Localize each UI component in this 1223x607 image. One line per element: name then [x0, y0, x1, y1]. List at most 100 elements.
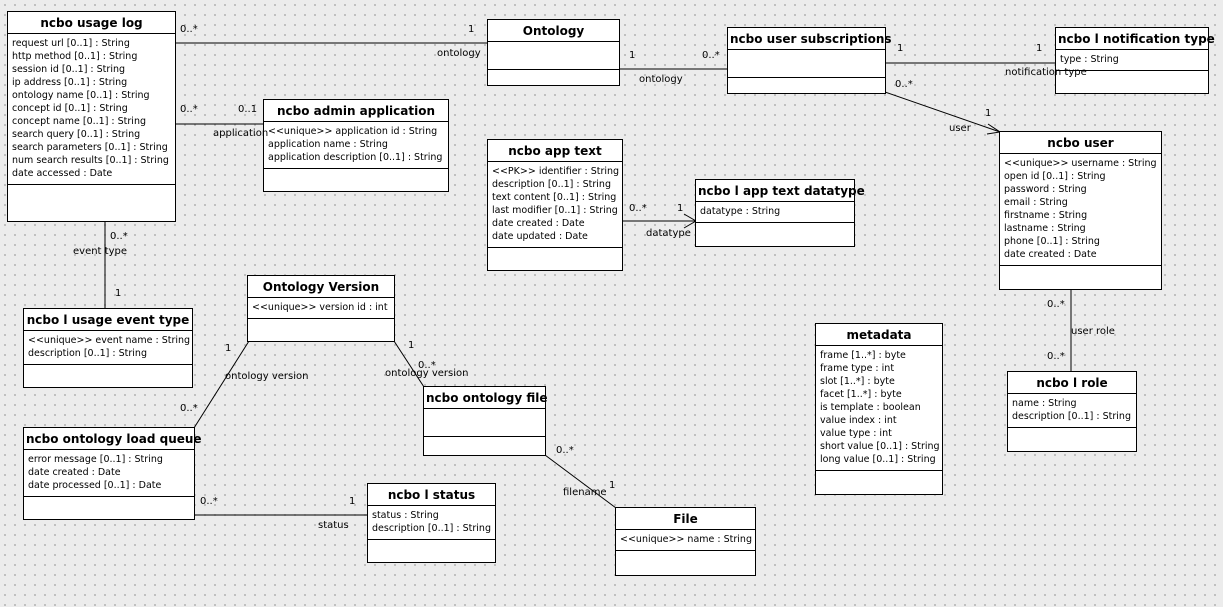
multiplicity-label: 0..* — [1047, 299, 1065, 310]
multiplicity-label: 1 — [677, 203, 684, 214]
role-label: ontology — [437, 48, 481, 59]
assoc-version-ontology-file — [393, 340, 425, 388]
attributes: name : String description [0..1] : Strin… — [1008, 394, 1136, 428]
attribute: date updated : Date — [492, 231, 588, 242]
attributes: <<PK>> identifier : String description [… — [488, 162, 622, 248]
attribute: value type : int — [820, 428, 892, 439]
operations — [424, 437, 545, 455]
class-name: ncbo l status — [368, 484, 495, 506]
operations — [1000, 266, 1161, 289]
attribute: date created : Date — [28, 467, 121, 478]
class-name: ncbo l role — [1008, 372, 1136, 394]
class-ontology[interactable]: Ontology — [487, 19, 620, 86]
attribute: description [0..1] : String — [372, 523, 491, 534]
attribute: facet [1..*] : byte — [820, 389, 902, 400]
multiplicity-label: 1 — [897, 43, 904, 54]
multiplicity-label: 0..* — [1047, 351, 1065, 362]
class-ncbo-ontology-file[interactable]: ncbo ontology file — [423, 386, 548, 456]
attribute: <<unique>> event name : String — [28, 335, 191, 346]
attribute: short value [0..1] : String — [820, 441, 940, 452]
multiplicity-label: 0..* — [180, 104, 198, 115]
attribute: http method [0..1] : String — [12, 51, 138, 62]
attributes: <<unique>> name : String — [616, 530, 755, 551]
attribute: date processed [0..1] : Date — [28, 480, 162, 491]
attribute: date created : Date — [1004, 249, 1097, 260]
operations — [24, 497, 194, 519]
attribute: <<unique>> name : String — [620, 534, 752, 545]
class-file[interactable]: File <<unique>> name : String — [615, 507, 756, 576]
attribute: search parameters [0..1] : String — [12, 142, 168, 153]
attributes: <<unique>> event name : String descripti… — [24, 331, 192, 365]
attribute: concept id [0..1] : String — [12, 103, 128, 114]
multiplicity-label: 1 — [468, 24, 475, 35]
attribute: request url [0..1] : String — [12, 38, 130, 49]
multiplicity-label: 1 — [609, 480, 616, 491]
attribute: firstname : String — [1004, 210, 1088, 221]
attribute: <<PK>> identifier : String — [492, 166, 620, 177]
class-ncbo-admin-application[interactable]: ncbo admin application <<unique>> applic… — [263, 99, 449, 192]
attributes: error message [0..1] : String date creat… — [24, 450, 194, 497]
class-ncbo-l-role[interactable]: ncbo l role name : String description [0… — [1007, 371, 1137, 452]
class-name: Ontology Version — [248, 276, 394, 298]
class-name: ncbo usage log — [8, 12, 175, 34]
attribute: open id [0..1] : String — [1004, 171, 1106, 182]
class-name: ncbo l notification type — [1056, 28, 1215, 50]
attribute: <<unique>> username : String — [1004, 158, 1157, 169]
multiplicity-label: 0..* — [200, 496, 218, 507]
attribute: datatype : String — [700, 206, 781, 217]
role-label: user — [949, 123, 971, 134]
multiplicity-label: 0..* — [629, 203, 647, 214]
attributes: request url [0..1] : String http method … — [8, 34, 175, 185]
class-ncbo-l-status[interactable]: ncbo l status status : String descriptio… — [367, 483, 496, 563]
attribute: name : String — [1012, 398, 1077, 409]
class-ncbo-user[interactable]: ncbo user <<unique>> username : String o… — [999, 131, 1162, 290]
class-ncbo-l-notification-type[interactable]: ncbo l notification type type : String — [1055, 27, 1215, 94]
role-label: status — [318, 520, 349, 531]
multiplicity-label: 1 — [408, 340, 415, 351]
class-ncbo-l-usage-event-type[interactable]: ncbo l usage event type <<unique>> event… — [23, 308, 193, 388]
class-ncbo-ontology-load-queue[interactable]: ncbo ontology load queue error message [… — [23, 427, 202, 520]
attribute: description [0..1] : String — [492, 179, 611, 190]
attribute: ontology name [0..1] : String — [12, 90, 150, 101]
attributes: <<unique>> version id : int — [248, 298, 394, 319]
multiplicity-label: 0..* — [180, 24, 198, 35]
attribute: long value [0..1] : String — [820, 454, 936, 465]
attribute: description [0..1] : String — [1012, 411, 1131, 422]
attribute: date accessed : Date — [12, 168, 113, 179]
multiplicity-label: 0..1 — [238, 104, 258, 115]
multiplicity-label: 1 — [1036, 43, 1043, 54]
role-label: user role — [1071, 326, 1115, 337]
class-name: ncbo l usage event type — [24, 309, 192, 331]
class-name: ncbo admin application — [264, 100, 448, 122]
operations — [728, 78, 885, 93]
attribute: password : String — [1004, 184, 1087, 195]
attribute: lastname : String — [1004, 223, 1086, 234]
role-label: application — [213, 128, 269, 139]
class-metadata[interactable]: metadata frame [1..*] : byte frame type … — [815, 323, 943, 495]
class-name: metadata — [816, 324, 942, 346]
attribute: description [0..1] : String — [28, 348, 147, 359]
attribute: frame [1..*] : byte — [820, 350, 906, 361]
class-ncbo-l-app-text-datatype[interactable]: ncbo l app text datatype datatype : Stri… — [695, 179, 865, 247]
role-label: ontology version — [225, 371, 309, 382]
attribute: application name : String — [268, 139, 388, 150]
role-label: datatype — [646, 228, 691, 239]
multiplicity-label: 0..* — [110, 231, 128, 242]
class-ncbo-app-text[interactable]: ncbo app text <<PK>> identifier : String… — [487, 139, 623, 271]
multiplicity-label: 0..* — [702, 50, 720, 61]
role-label: ontology — [639, 74, 683, 85]
operations — [488, 248, 622, 270]
class-ncbo-user-subscriptions[interactable]: ncbo user subscriptions — [727, 27, 892, 94]
attributes — [488, 42, 619, 70]
multiplicity-label: 0..* — [556, 445, 574, 456]
attribute: status : String — [372, 510, 439, 521]
role-label: event type — [73, 246, 127, 257]
multiplicity-label: 0..* — [418, 360, 436, 371]
class-ontology-version[interactable]: Ontology Version <<unique>> version id :… — [247, 275, 395, 342]
attribute: concept name [0..1] : String — [12, 116, 146, 127]
class-ncbo-usage-log[interactable]: ncbo usage log request url [0..1] : Stri… — [7, 11, 176, 222]
multiplicity-label: 1 — [115, 288, 122, 299]
attribute: num search results [0..1] : String — [12, 155, 169, 166]
attributes: status : String description [0..1] : Str… — [368, 506, 495, 540]
multiplicity-label: 0..* — [895, 79, 913, 90]
